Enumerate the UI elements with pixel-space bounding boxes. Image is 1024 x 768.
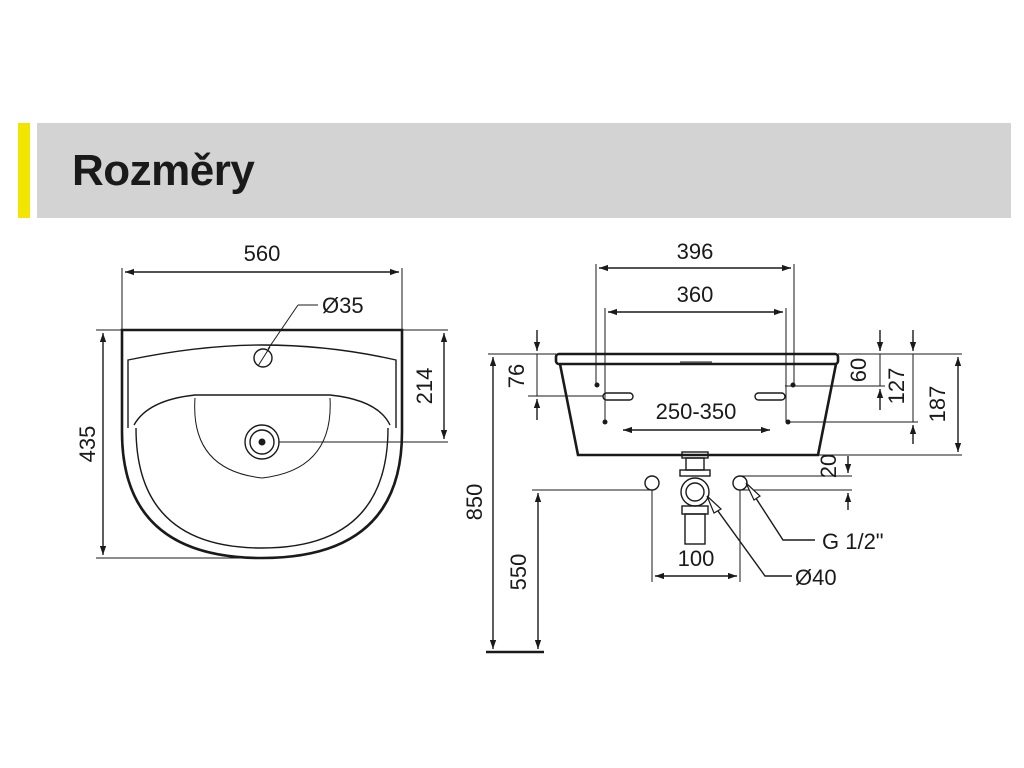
waste-trap (679, 451, 711, 545)
label-20: 20 (816, 454, 841, 478)
left-supply-valve (644, 475, 660, 491)
right-supply-valve (732, 475, 748, 491)
label-396: 396 (677, 239, 714, 264)
label-360: 360 (677, 282, 714, 307)
label-214: 214 (412, 368, 437, 405)
label-60: 60 (846, 358, 871, 382)
page-title: Rozměry (72, 146, 255, 195)
tap-hole (253, 348, 273, 368)
label-850: 850 (462, 484, 487, 521)
label-550: 550 (506, 554, 531, 591)
left-bracket-slot (602, 392, 634, 401)
label-187: 187 (925, 386, 950, 423)
label-250-350: 250-350 (656, 399, 737, 424)
fixing-hole (785, 419, 791, 425)
basin-body (558, 363, 838, 457)
label-76: 76 (504, 364, 529, 388)
basin-outline (120, 328, 404, 560)
basin-bowl (135, 427, 389, 549)
header-band (37, 123, 1011, 218)
fixing-hole (790, 382, 796, 388)
leader-o40 (709, 499, 792, 577)
label-127: 127 (884, 368, 909, 405)
basin-rim (554, 352, 840, 366)
fixing-hole (594, 382, 600, 388)
label-o40: Ø40 (795, 565, 837, 590)
label-435: 435 (75, 426, 100, 463)
label-560: 560 (244, 241, 281, 266)
label-100: 100 (678, 546, 715, 571)
drain-center (258, 438, 266, 446)
label-g-half: G 1/2" (822, 529, 884, 554)
basin-bowl-rim (133, 394, 391, 426)
right-bracket-slot (754, 392, 786, 401)
drain-ring (249, 429, 275, 455)
basin-bowl-inner (194, 397, 331, 479)
basin-deck (127, 344, 397, 428)
top-view: 560 435 Ø35 214 (75, 241, 448, 560)
leader-g-half (747, 485, 815, 541)
accent-bar (18, 123, 30, 218)
front-view: 396 360 250-350 76 60 127 187 (462, 239, 962, 654)
label-tap-hole: Ø35 (322, 293, 364, 318)
